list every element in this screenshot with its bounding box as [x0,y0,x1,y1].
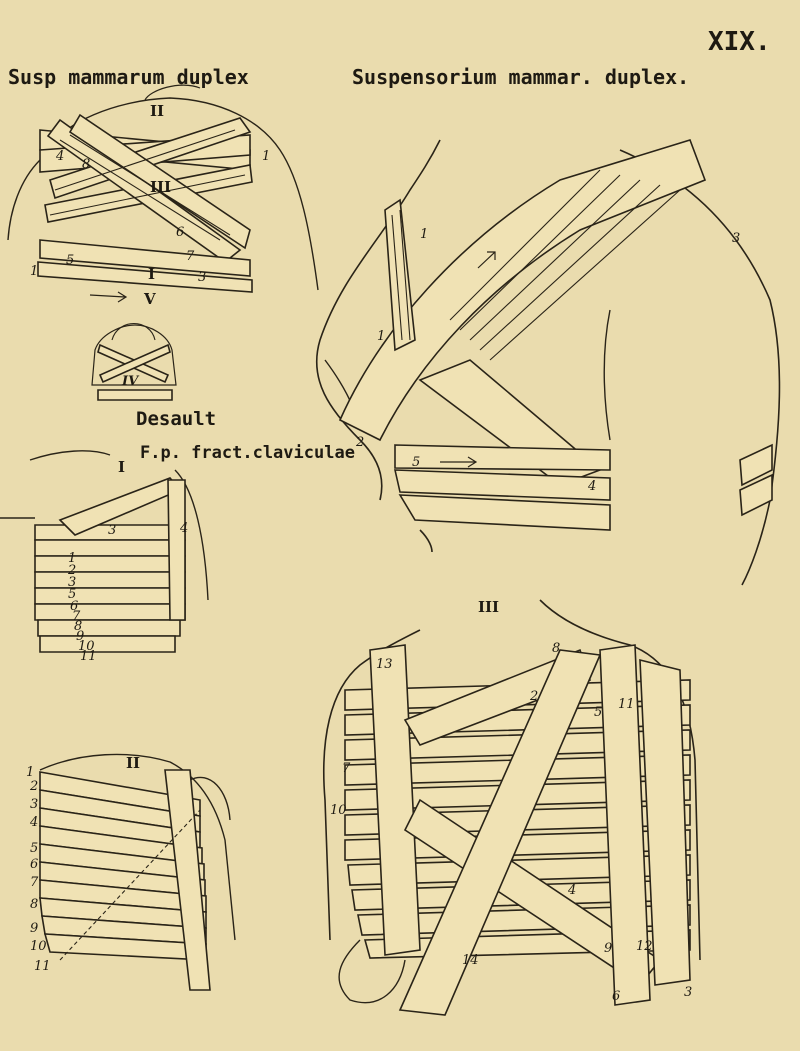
figure-top-left: II 4 8 III 6 7 5 1 3 I V 1 [7,84,319,308]
band-number: 10 [330,803,347,818]
plate-number: XIX. [708,27,771,57]
band-number: 1 [420,227,428,242]
band-number: 2 [529,689,538,704]
band-number: V [143,290,156,308]
figure-label: I [118,458,125,476]
band-number: 10 [78,639,95,654]
band-number: 7 [30,875,39,890]
band-number: 6 [70,599,78,614]
band-number: 1 [262,149,270,164]
figure-top-right: 1 1 2 5 4 3 [315,139,781,586]
band-number: 3 [198,270,206,285]
band-number: 9 [30,921,38,936]
figure-small: IV [91,323,177,401]
band-number: 3 [30,797,38,812]
band-number: 10 [30,939,47,954]
band-number: 6 [30,857,38,872]
band-number: 13 [376,657,393,672]
band-number: 2 [67,563,76,578]
band-number: 9 [76,629,84,644]
figure-bottom-left: II 1 2 3 4 5 6 7 8 9 10 11 [26,753,236,991]
band-number: 4 [179,521,188,536]
figure-label: II [150,102,164,120]
band-number: 7 [186,249,195,264]
band-number: 8 [74,619,82,634]
band-number: 8 [552,641,560,656]
band-number: 1 [377,329,385,344]
band-number: 5 [594,705,602,720]
caption-fracture: F.p. fract.claviculae [140,443,355,463]
band-number: 1 [68,551,76,566]
band-number: I [148,265,155,283]
band-number: 1 [30,264,38,279]
band-number: 4 [587,479,596,494]
band-number: 6 [176,225,184,240]
band-number: 5 [30,841,38,856]
figure-label: II [126,754,140,772]
band-number: 12 [636,939,653,954]
band-number: 4 [567,883,576,898]
caption-top-left: Susp mammarum duplex [8,65,249,89]
caption-desault: Desault [136,408,216,430]
band-number: 2 [29,779,38,794]
band-number: 7 [72,609,81,624]
band-number: 8 [30,897,38,912]
band-number: 11 [34,959,51,974]
band-number: 14 [462,953,479,968]
figure-label: III [478,598,499,616]
band-number: 3 [684,985,692,1000]
band-number: 3 [68,575,76,590]
band-number: 5 [412,455,420,470]
band-number: 6 [612,989,620,1004]
band-number: 7 [342,761,351,776]
band-number: 11 [80,649,97,664]
band-number: 2 [355,435,364,450]
band-number: 4 [55,149,64,164]
band-number: 11 [618,697,635,712]
band-number: 4 [29,815,38,830]
caption-top-right: Suspensorium mammar. duplex. [352,65,689,89]
band-number: 3 [732,231,740,246]
band-number: 3 [108,523,116,538]
band-number: 5 [66,253,74,268]
figure-desault: I 3 4 1 2 3 5 6 7 8 9 10 11 [0,450,209,664]
figure-bottom-right: III 13 8 2 5 11 7 10 [322,598,701,1016]
band-number: 9 [604,941,612,956]
figure-label: IV [121,374,140,389]
band-number: 5 [68,587,76,602]
band-number: III [150,178,171,196]
band-number: 8 [82,157,90,172]
band-number: 1 [26,765,34,780]
